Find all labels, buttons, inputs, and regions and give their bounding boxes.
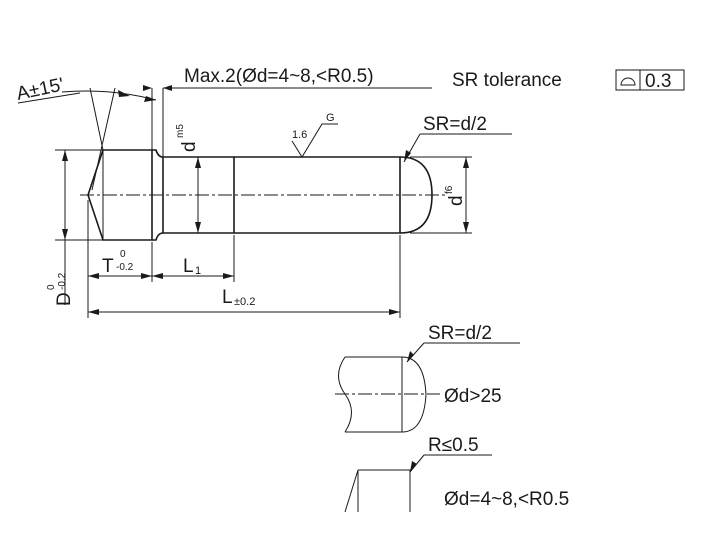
d-f6-dimension: d f6: [410, 156, 472, 234]
profile-surface-icon: [620, 77, 636, 86]
D-lower: -0.2: [57, 272, 68, 290]
L1-base: L: [183, 256, 194, 277]
d-m5-dimension: d m5: [175, 124, 201, 233]
detail-large-diameter: SR=d/2 Ød>25: [335, 323, 520, 433]
L1-sub: 1: [195, 265, 201, 277]
angle-label: A±15': [15, 74, 66, 104]
T-upper: 0: [120, 249, 126, 260]
detail1-condition: Ød>25: [444, 386, 502, 407]
L-base: L: [222, 287, 233, 308]
sr-tolerance-label: SR tolerance: [452, 70, 562, 91]
detail1-sr-label: SR=d/2: [428, 323, 492, 344]
sr-tolerance: SR tolerance 0.3: [452, 69, 685, 92]
D-upper: 0: [46, 284, 57, 290]
d-f6-sup: f6: [444, 185, 455, 194]
roughness-value: 1.6: [292, 129, 307, 141]
max-note: Max.2(Ød=4~8,<R0.5): [184, 66, 374, 87]
T-lower: -0.2: [116, 262, 134, 273]
neck-note: Max.2(Ød=4~8,<R0.5): [143, 66, 432, 157]
roughness-grade: G: [326, 112, 335, 124]
L-tol: ±0.2: [234, 296, 255, 308]
detail2-condition: Ød=4~8,<R0.5: [444, 489, 569, 510]
D-dimension: D 0 -0.2: [46, 149, 103, 306]
tolerance-value: 0.3: [645, 71, 671, 92]
detail-small-diameter: R≤0.5 Ød=4~8,<R0.5: [344, 435, 569, 513]
d-m5-base: d: [179, 141, 200, 152]
part-outline: [80, 149, 445, 241]
T-base: T: [102, 256, 114, 277]
d-m5-sup: m5: [175, 124, 186, 138]
length-dimensions: T 0 -0.2 L 1 L ±0.2: [87, 200, 401, 318]
sr-leader: SR=d/2: [403, 114, 512, 163]
surface-roughness: 1.6 G: [291, 112, 338, 158]
D-base: D: [54, 292, 75, 306]
d-f6-base: d: [446, 195, 467, 206]
angle-dimension: A±15': [15, 74, 157, 191]
sr-label: SR=d/2: [423, 114, 487, 135]
detail2-r-label: R≤0.5: [428, 435, 479, 456]
